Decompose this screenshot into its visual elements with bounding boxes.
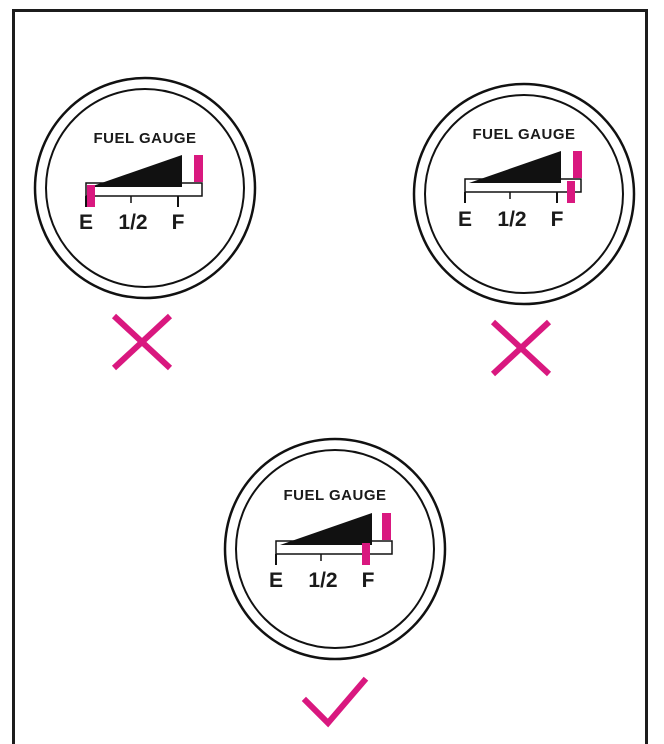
fuel-gauge-dial: FUEL GAUGE E 1/2 F [409,79,639,309]
gauge-title: FUEL GAUGE [93,130,196,147]
gauge-title: FUEL GAUGE [472,126,575,143]
label-full: F [172,211,185,234]
label-half: 1/2 [118,211,147,234]
label-half: 1/2 [308,569,337,592]
cross-icon [110,312,174,372]
fuel-gauge-wrong-left: FUEL GAUGE E 1/2 F [30,73,260,303]
label-empty: E [79,211,93,234]
fuel-gauge-wrong-right: FUEL GAUGE E 1/2 F [409,79,639,309]
pointer-marker [567,181,575,203]
label-full: F [362,569,375,592]
label-empty: E [269,569,283,592]
fuel-gauge-correct: FUEL GAUGE E 1/2 F [220,434,450,664]
fuel-gauge-dial: FUEL GAUGE E 1/2 F [220,434,450,664]
pointer-marker [87,185,95,207]
gauge-title: FUEL GAUGE [283,487,386,504]
reference-marker [194,155,203,182]
pointer-marker [362,543,370,565]
fuel-gauge-dial: FUEL GAUGE E 1/2 F [30,73,260,303]
label-full: F [551,208,564,231]
reference-marker [573,151,582,178]
label-half: 1/2 [497,208,526,231]
label-empty: E [458,208,472,231]
reference-marker [382,513,391,540]
cross-icon [489,318,553,378]
check-icon [300,675,370,731]
